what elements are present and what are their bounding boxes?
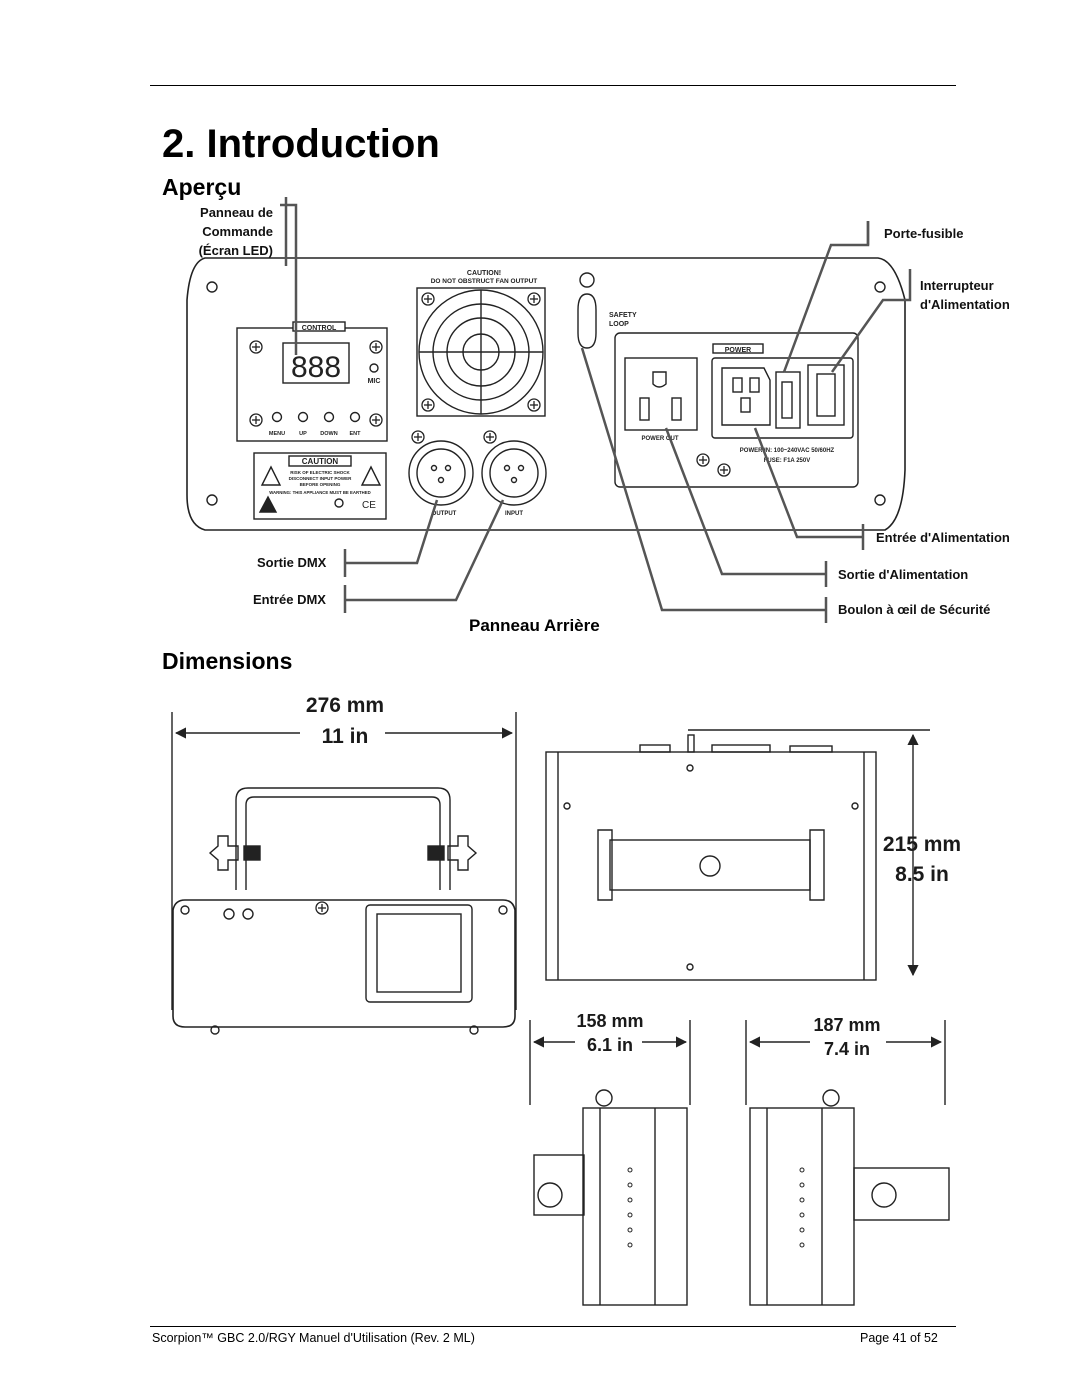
loop-text: LOOP [609,321,629,328]
callout-lines [280,197,912,623]
width-dimension: 276 mm 11 in [285,690,405,752]
caution-text: CAUTION [302,457,339,466]
fan-output-text: DO NOT OBSTRUCT FAN OUTPUT [431,278,538,285]
width-mm: 276 mm [305,694,385,717]
depth-left-dimension: 158 mm 6.1 in [560,1009,660,1057]
top-view-drawing [545,729,930,981]
input-text: INPUT [505,511,523,517]
control-panel-label-line2: Commande [202,224,273,239]
control-panel-label-line3: (Écran LED) [198,243,273,258]
warning-text: WARNING: THIS APPLIANCE MUST BE EARTHED [269,490,371,495]
safety-bolt-label: Boulon à œil de Sécurité [838,602,991,617]
depth-right-in: 7.4 in [823,1039,871,1059]
side-view-right-drawing [745,1020,950,1306]
page-title: 2. Introduction [162,122,440,166]
power-in-text: POWER IN: 100~240VAC 50/60HZ [740,448,835,454]
footer-manual-title: Scorpion™ GBC 2.0/RGY Manuel d'Utilisati… [152,1331,475,1345]
depth-right-dimension: 187 mm 7.4 in [797,1013,897,1061]
led-display-text: 888 [291,351,341,384]
power-output-label: Sortie d'Alimentation [838,567,969,582]
dmx-out-label: Sortie DMX [257,555,327,570]
control-panel-label: Panneau de Commande (Écran LED) [170,203,273,260]
power-switch-label-line1: Interrupteur [920,278,994,293]
footer-page-number: Page 41 of 52 [860,1331,938,1345]
power-text: POWER [725,347,751,354]
svg-text:CE: CE [362,500,376,511]
rear-panel-drawing: CE [186,257,906,531]
rear-panel-text: CAUTION! DO NOT OBSTRUCT FAN OUTPUT CONT… [269,270,835,517]
fuse-holder-label: Porte-fusible [884,226,964,241]
safety-text: SAFETY [609,312,637,319]
depth-right-mm: 187 mm [813,1015,881,1035]
xlr-input-drawing [481,430,547,506]
width-in: 11 in [321,725,369,748]
fan-drawing [416,287,546,417]
ent-button-text: ENT [350,431,362,437]
mic-text: MIC [368,378,381,385]
control-panel-label-line1: Panneau de [200,205,273,220]
power-switch-label: Interrupteur d'Alimentation [920,276,1010,314]
footer-rule [150,1326,956,1327]
menu-button-text: MENU [269,431,285,437]
power-out-text: POWER OUT [642,436,679,442]
xlr-output-drawing [408,430,474,506]
overview-heading: Aperçu [162,174,242,200]
rear-panel-caption: Panneau Arrière [469,616,600,635]
dimensions-heading: Dimensions [162,648,293,674]
power-switch-label-line2: d'Alimentation [920,297,1010,312]
caution-line-3: BEFORE OPENING [300,482,341,487]
fuse-rating-text: FUSE: F1A 250V [764,458,810,464]
top-rule [150,85,956,86]
caution-label-drawing: CE [253,452,387,520]
height-mm: 215 mm [882,833,962,856]
caution-line-2: DISCONNECT INPUT POWER [289,476,353,481]
output-text: OUTPUT [432,511,457,517]
down-button-text: DOWN [320,431,337,437]
depth-left-mm: 158 mm [576,1011,644,1031]
control-text: CONTROL [302,325,337,332]
depth-left-in: 6.1 in [586,1035,634,1055]
caution-line-1: RISK OF ELECTRIC SHOCK [290,470,350,475]
control-panel-drawing [236,321,388,442]
fan-caution-text: CAUTION! [467,270,501,277]
side-view-left-drawing [529,1020,691,1306]
up-button-text: UP [299,431,307,437]
front-view-drawing [171,712,517,1035]
power-input-label: Entrée d'Alimentation [876,530,1010,545]
dmx-in-label: Entrée DMX [253,592,326,607]
